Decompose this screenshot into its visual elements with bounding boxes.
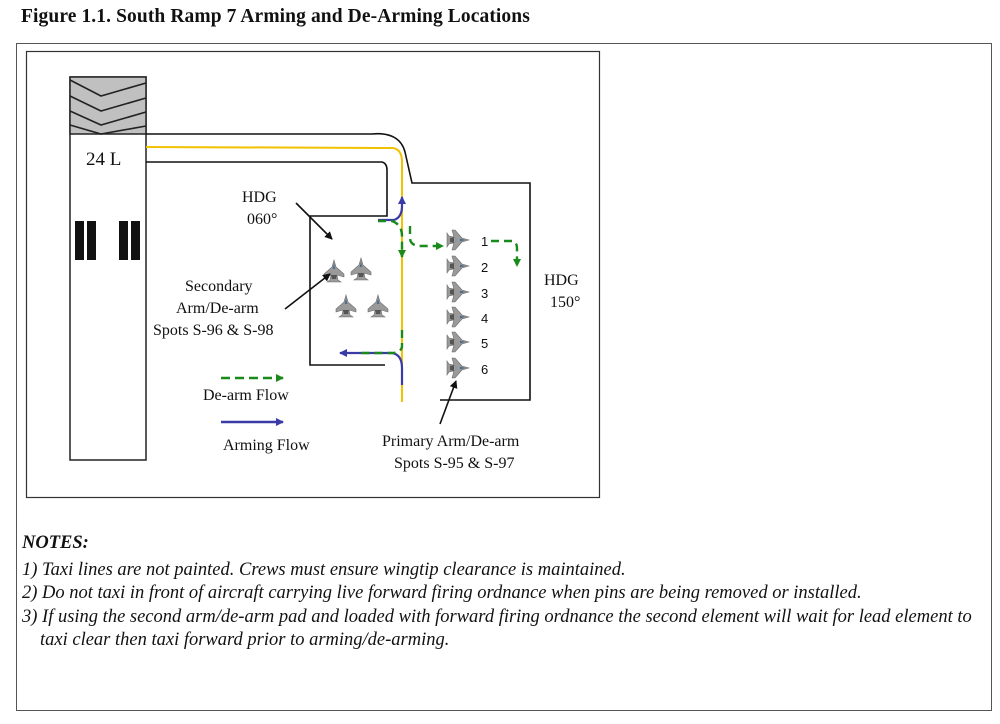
- spot-number: 2: [481, 260, 488, 275]
- note-item: 1) Taxi lines are not painted. Crews mus…: [22, 559, 626, 580]
- spot-number: 1: [481, 234, 488, 249]
- runway-24l: [69, 76, 147, 461]
- taxiway-outer-edge: [146, 132, 531, 401]
- legend-dearm-label: De-arm Flow: [203, 387, 289, 404]
- taxi-centerline: [145, 146, 403, 402]
- secondary-label-line1: Secondary: [185, 278, 253, 295]
- spot-number: 3: [481, 286, 488, 301]
- figure-frame: [16, 43, 992, 711]
- secondary-arrow: [284, 273, 331, 310]
- secondary-label-line3: Spots S-96 & S-98: [153, 322, 273, 339]
- legend: De-arm Flow Arming Flow: [203, 374, 310, 454]
- primary-spot-numbers: 1 2 3 4 5 6: [481, 234, 488, 377]
- dearm-flow: [360, 219, 521, 355]
- figure-title: Figure 1.1. South Ramp 7 Arming and De-A…: [21, 6, 530, 27]
- runway-label: 24 L: [86, 149, 121, 170]
- primary-arrow: [439, 380, 458, 425]
- taxiway-inner-edge: [146, 161, 388, 366]
- hdg-primary-line2: 150°: [550, 294, 580, 311]
- primary-label-line1: Primary Arm/De-arm: [382, 433, 520, 450]
- spot-number: 4: [481, 311, 488, 326]
- hdg-secondary-line1: HDG: [242, 189, 277, 206]
- notes-section: NOTES: 1) Taxi lines are not painted. Cr…: [22, 532, 982, 653]
- hdg-primary-line1: HDG: [544, 272, 579, 289]
- arming-flow-north: [378, 196, 406, 222]
- secondary-label-line2: Arm/De-arm: [176, 300, 259, 317]
- hdg-secondary-arrow: [295, 202, 333, 240]
- primary-label-line2: Spots S-95 & S-97: [394, 455, 514, 472]
- touchdown-bars: [75, 221, 140, 260]
- hdg-secondary-line2: 060°: [247, 211, 277, 228]
- spot-number: 5: [481, 336, 488, 351]
- note-item: 2) Do not taxi in front of aircraft carr…: [22, 583, 862, 603]
- legend-arming-label: Arming Flow: [223, 437, 310, 454]
- note-item: 3) If using the second arm/de-arm pad an…: [22, 606, 972, 651]
- notes-header: NOTES:: [22, 533, 89, 553]
- spot-number: 6: [481, 362, 488, 377]
- chevron-markings: [69, 79, 147, 135]
